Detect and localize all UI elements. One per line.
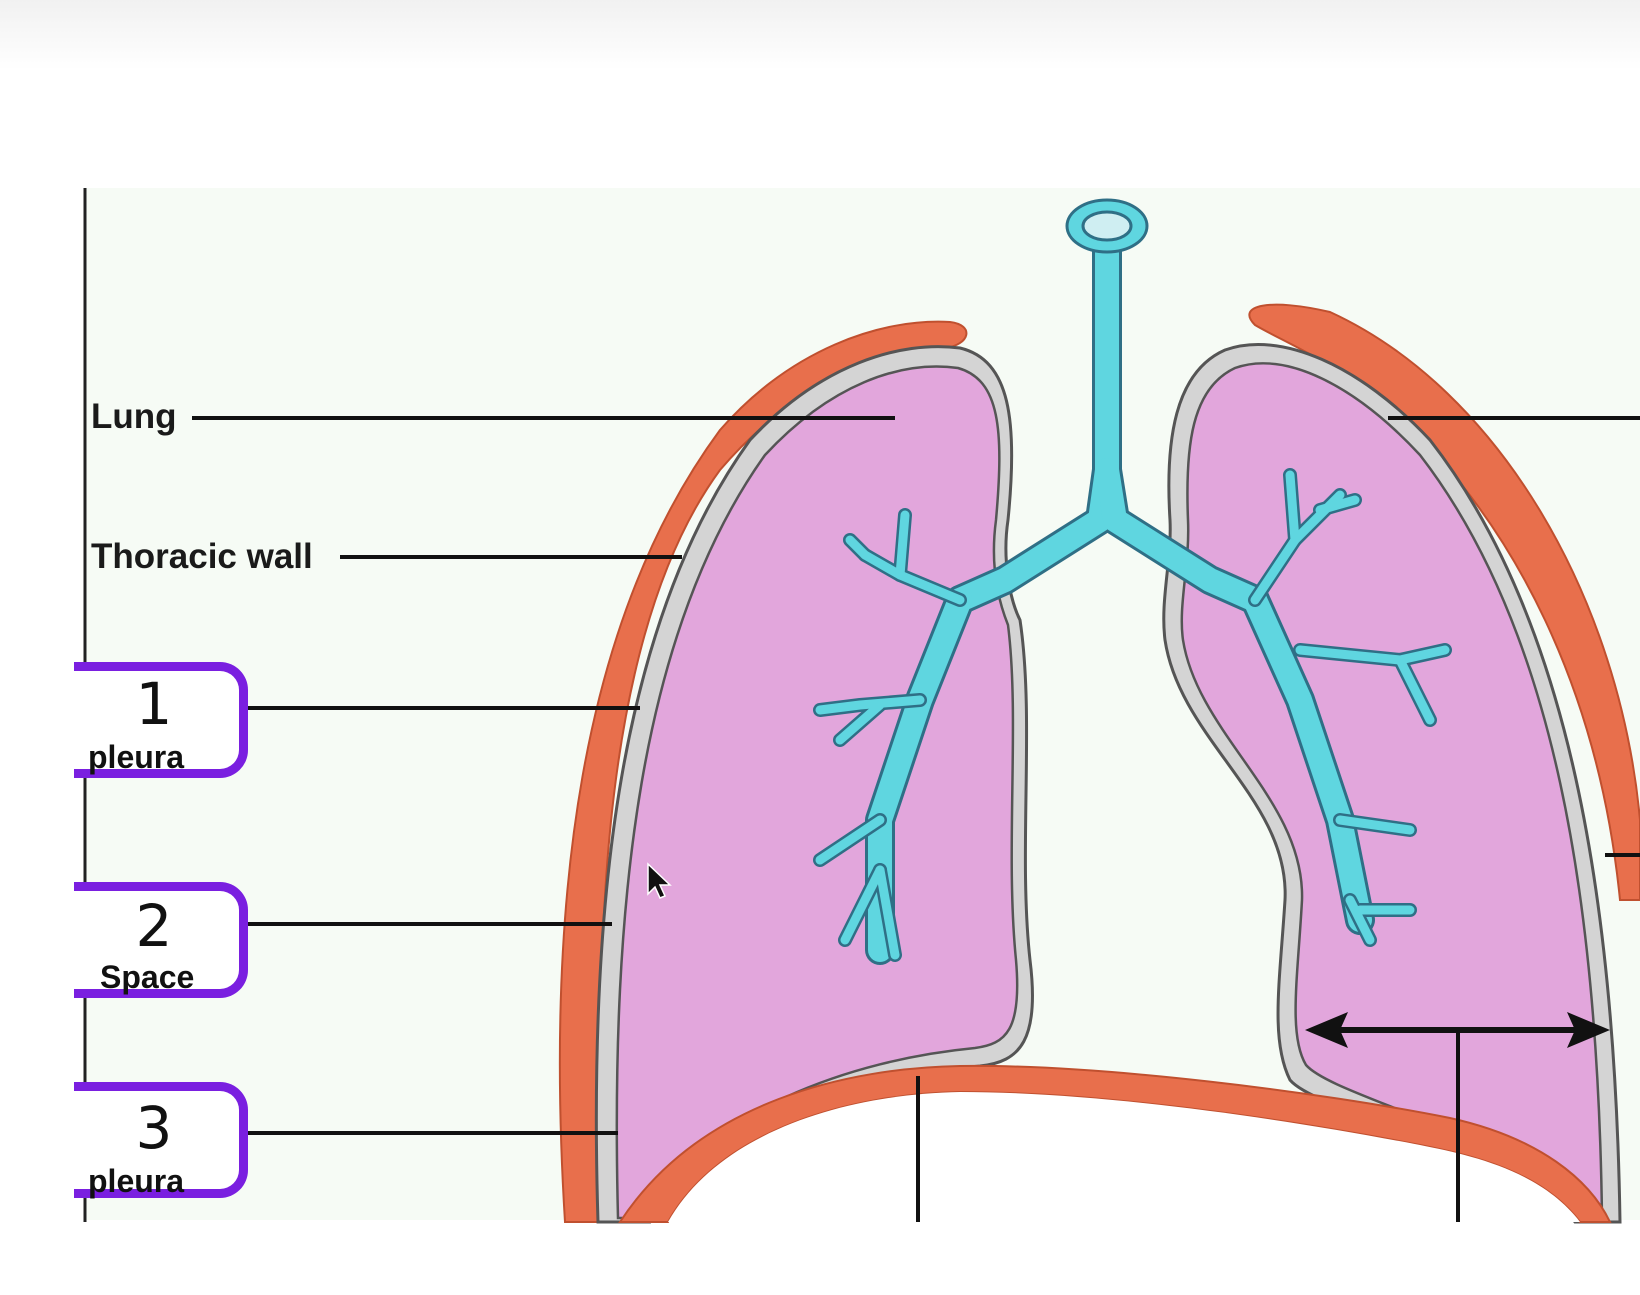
answer-box-2[interactable]: 2 Space xyxy=(74,882,248,998)
answer-box-3[interactable]: 3 pleura xyxy=(74,1082,248,1199)
left-thoracic-wall xyxy=(558,320,968,1223)
leader-lines xyxy=(192,416,1640,1222)
answer-number-2: 2 xyxy=(135,892,173,960)
answer-number-1: 1 xyxy=(135,670,173,738)
mouse-cursor-icon xyxy=(647,862,672,899)
right-thoracic-wall xyxy=(1248,303,1640,901)
double-arrow-icon xyxy=(1305,1012,1610,1048)
trachea-lumen xyxy=(1081,210,1133,242)
airway-tree xyxy=(813,215,1452,965)
diaphragm xyxy=(618,1064,1612,1223)
label-lung: Lung xyxy=(91,397,177,436)
answer-number-3: 3 xyxy=(135,1094,173,1162)
answer-word-1: pleura xyxy=(88,739,185,775)
top-shadow xyxy=(0,0,1640,70)
answer-box-1[interactable]: 1 pleura xyxy=(74,662,248,778)
answer-word-3: pleura xyxy=(88,1163,185,1199)
right-lung xyxy=(1180,362,1604,1220)
label-thoracic-wall: Thoracic wall xyxy=(91,537,313,576)
answer-word-2: Space xyxy=(100,959,195,995)
abdomen-area xyxy=(668,1092,1580,1222)
